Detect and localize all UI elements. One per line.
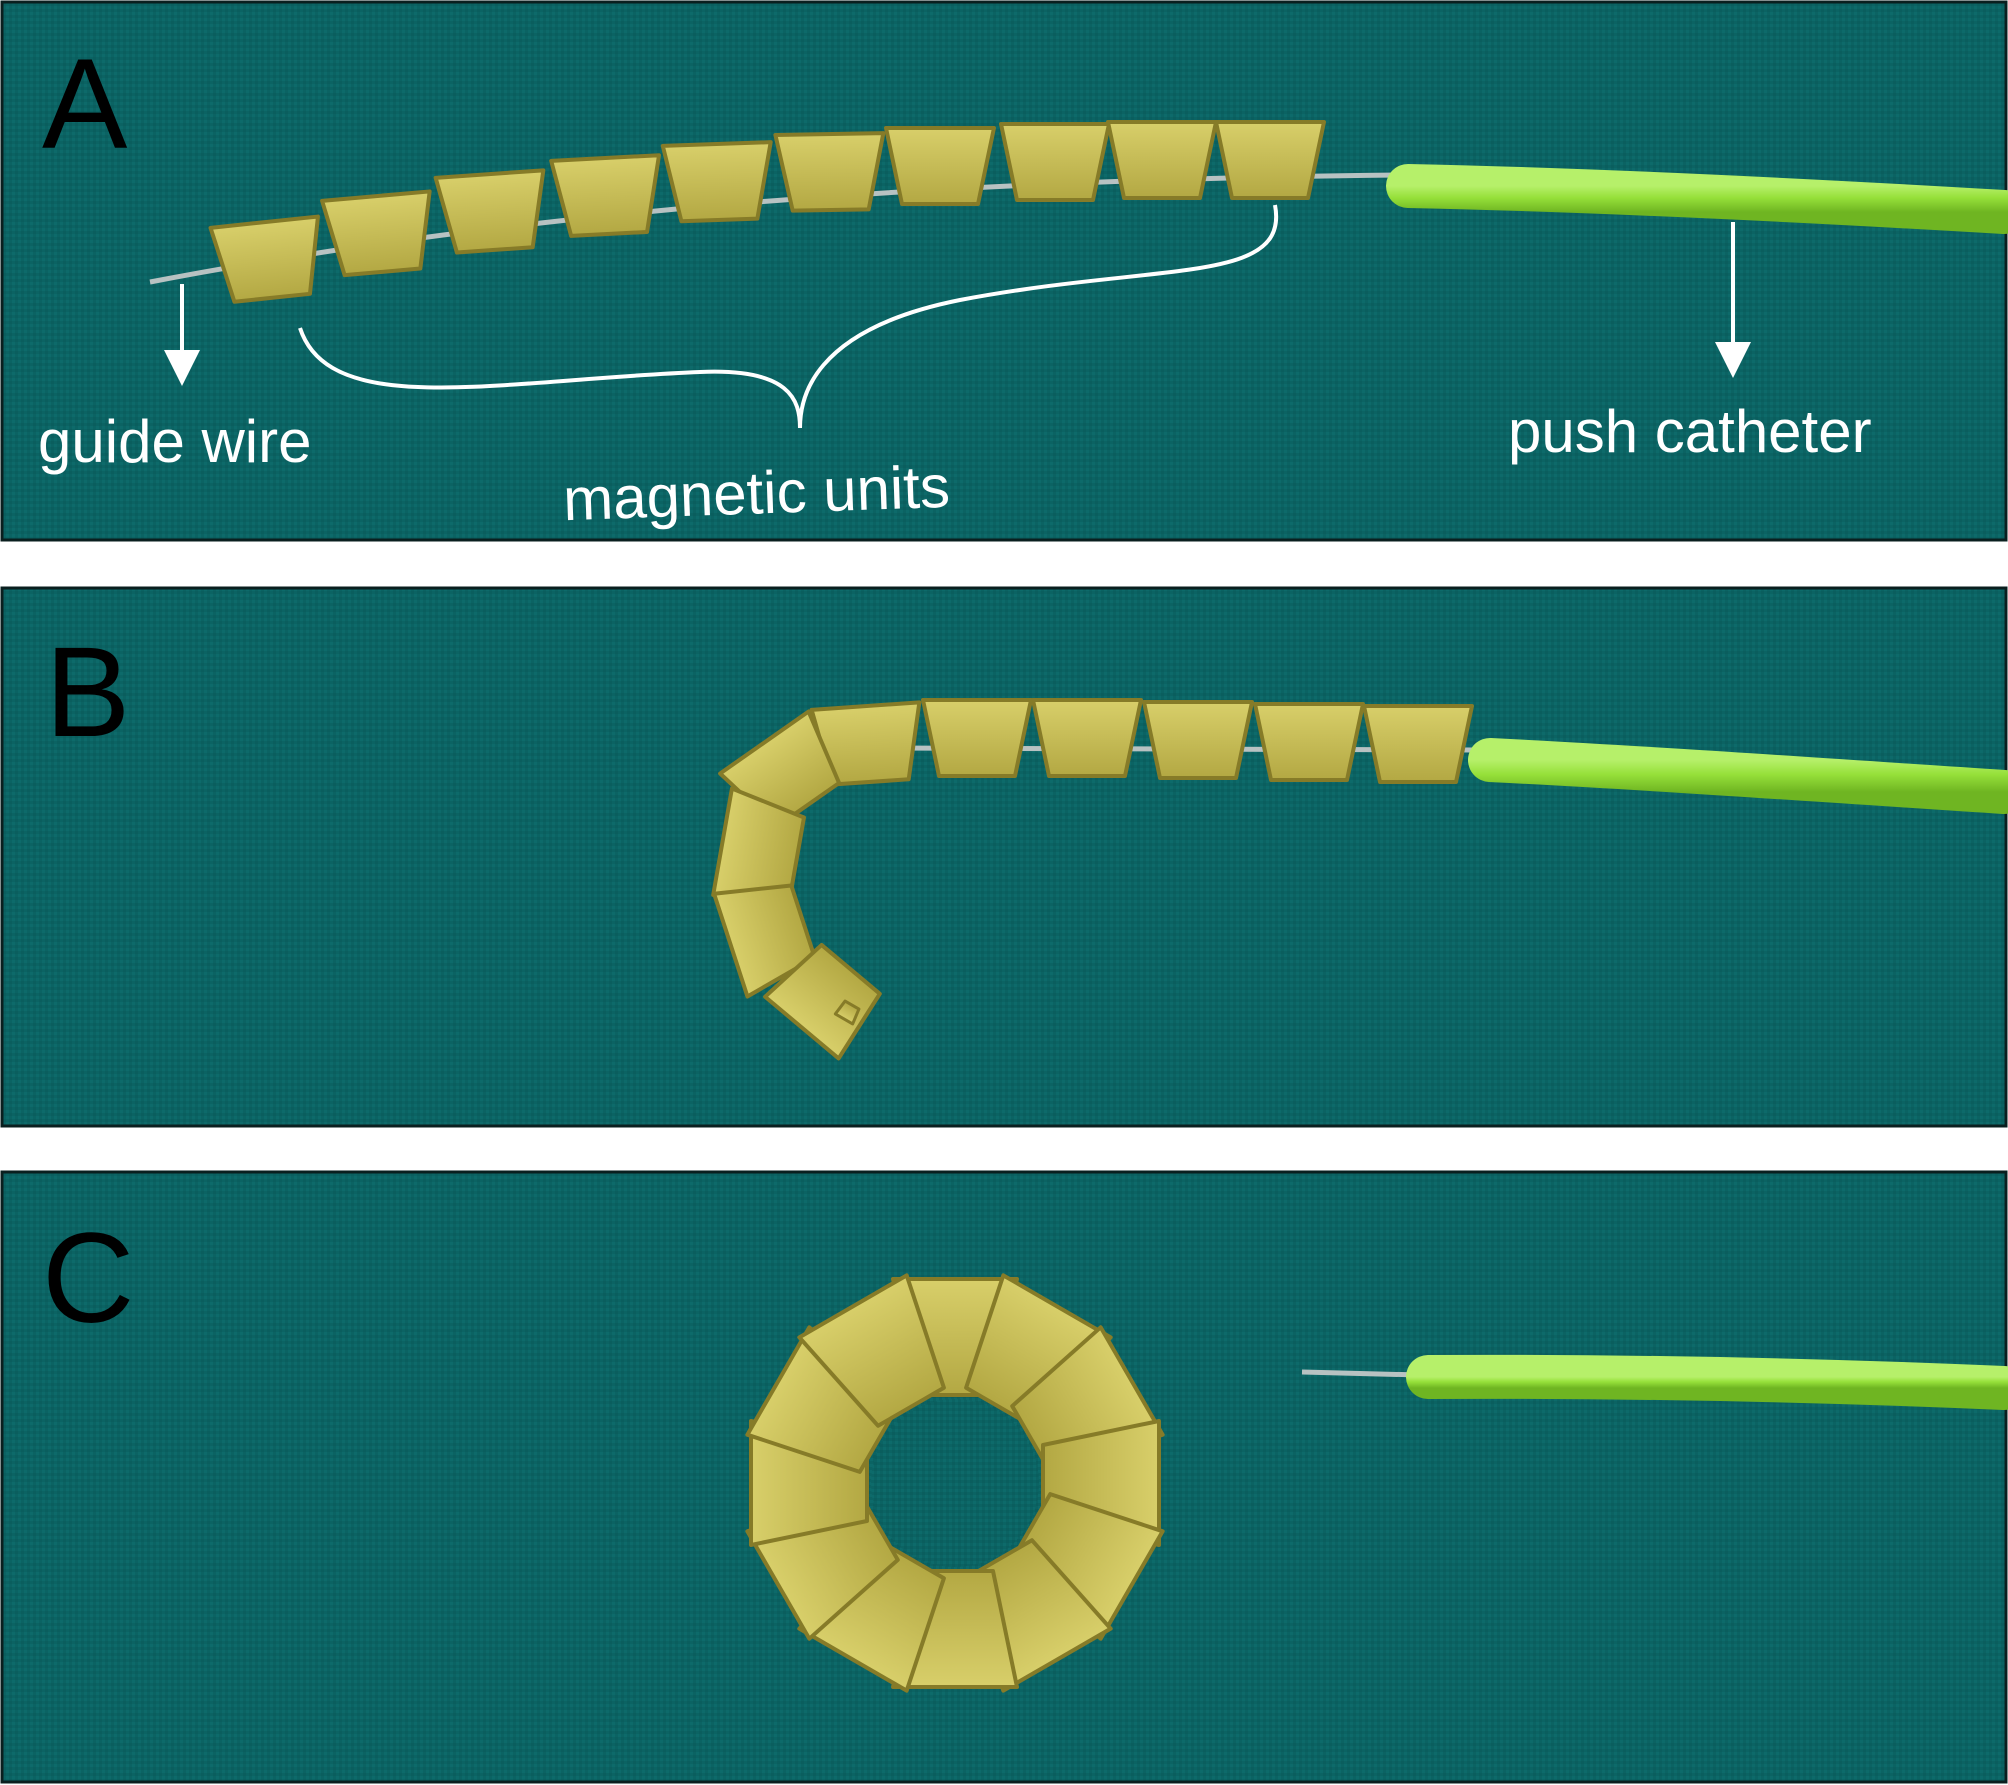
magnet-unit bbox=[1362, 704, 1474, 784]
magnet-unit bbox=[921, 698, 1033, 778]
magnet-chain-b bbox=[711, 698, 1474, 1061]
magnet-chain-a bbox=[208, 120, 1326, 304]
magnet-unit bbox=[320, 189, 432, 278]
push-catheter bbox=[1468, 738, 2008, 814]
panel-c-letter: C bbox=[42, 1207, 134, 1350]
panel-b-background bbox=[0, 586, 2008, 1128]
magnet-unit bbox=[1106, 120, 1218, 200]
magnet-unit bbox=[1142, 700, 1254, 780]
push-catheter bbox=[1406, 1354, 2008, 1410]
magnet-ring bbox=[745, 1273, 1165, 1693]
guide-wire-label: guide wire bbox=[38, 408, 312, 475]
magnet-unit-small bbox=[833, 999, 861, 1026]
magnet-unit bbox=[660, 140, 773, 224]
magnetic-units-brace bbox=[298, 204, 1279, 429]
panel-a-letter: A bbox=[42, 33, 128, 176]
panel-a: A guide wire magnetic units push cathete… bbox=[0, 0, 2008, 542]
magnet-unit bbox=[1214, 120, 1326, 200]
push-catheter bbox=[1386, 164, 2008, 234]
magnet-unit bbox=[884, 126, 996, 206]
magnet-unit bbox=[797, 1273, 946, 1428]
magnetic-units-label: magnetic units bbox=[562, 453, 951, 533]
magnet-unit bbox=[763, 942, 882, 1061]
magnet-unit bbox=[433, 168, 546, 255]
magnet-unit bbox=[1031, 698, 1143, 778]
panel-b-letter: B bbox=[45, 621, 130, 764]
magnet-unit bbox=[1253, 702, 1365, 782]
push-catheter-label: push catheter bbox=[1508, 398, 1872, 465]
magnet-unit bbox=[549, 153, 662, 238]
panel-a-background bbox=[0, 0, 2008, 542]
guide-wire bbox=[1301, 1369, 1421, 1378]
magnet-unit bbox=[773, 131, 886, 213]
magnet-unit bbox=[208, 214, 320, 304]
panel-b: B bbox=[0, 586, 2008, 1128]
panel-c: C bbox=[0, 1170, 2008, 1784]
magnet-unit bbox=[999, 122, 1111, 202]
ring-center bbox=[871, 1399, 1039, 1567]
